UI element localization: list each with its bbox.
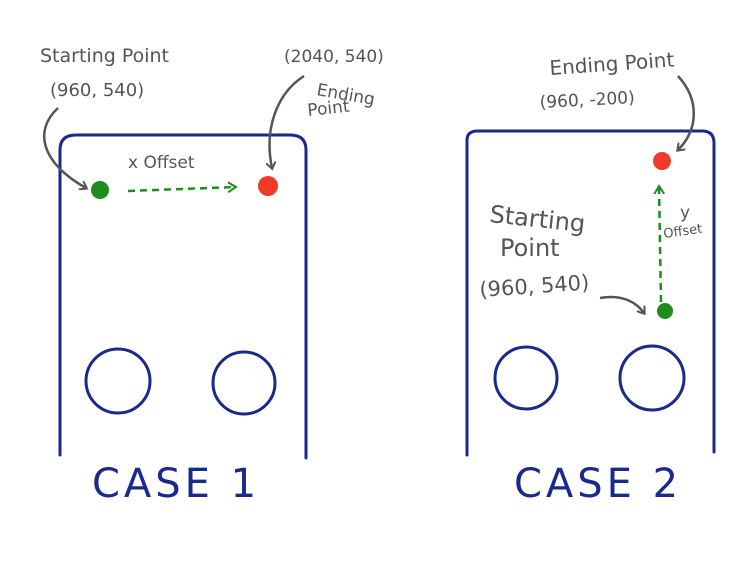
case2-panel: y Offset Ending Point (960, -200) Starti… xyxy=(465,47,716,507)
case1-start-point xyxy=(91,181,109,199)
case1-x-offset-arrow xyxy=(127,187,236,191)
case2-start-title-line1: Starting xyxy=(488,200,586,238)
case1-x-offset-label: x Offset xyxy=(128,153,195,173)
case2-device-outline xyxy=(465,129,716,457)
case2-y-offset-label-line1: y xyxy=(680,203,690,223)
case2-start-point xyxy=(657,303,673,319)
case2-end-coords: (960, -200) xyxy=(539,88,635,113)
case2-right-button xyxy=(618,344,686,412)
case2-y-offset-label-line2: Offset xyxy=(662,222,703,242)
case2-start-title-line2: Point xyxy=(500,234,560,262)
case1-start-callout-arrow xyxy=(42,107,86,188)
case1-device-outline xyxy=(58,133,308,460)
case1-end-callout-arrow xyxy=(270,74,305,168)
case2-end-title: Ending Point xyxy=(549,47,675,80)
case1-end-coords: (2040, 540) xyxy=(284,47,384,67)
case1-panel: x Offset Starting Point (960, 540) (2040… xyxy=(40,45,384,507)
case1-caption: CASE 1 xyxy=(92,461,260,507)
case2-left-button xyxy=(493,345,559,411)
case2-y-offset-arrow xyxy=(659,186,661,303)
case1-start-coords: (960, 540) xyxy=(50,80,144,101)
case2-end-callout-arrow xyxy=(678,75,695,150)
case1-right-button xyxy=(211,350,277,416)
case2-end-point xyxy=(653,152,671,170)
case2-start-callout-arrow xyxy=(599,295,644,313)
case1-end-point xyxy=(258,176,278,196)
case2-start-coords: (960, 540) xyxy=(479,270,590,302)
case1-start-title: Starting Point xyxy=(40,45,169,67)
case1-left-button xyxy=(84,347,152,415)
case2-caption: CASE 2 xyxy=(514,461,682,507)
case1-end-title-line2: Point xyxy=(306,97,350,121)
